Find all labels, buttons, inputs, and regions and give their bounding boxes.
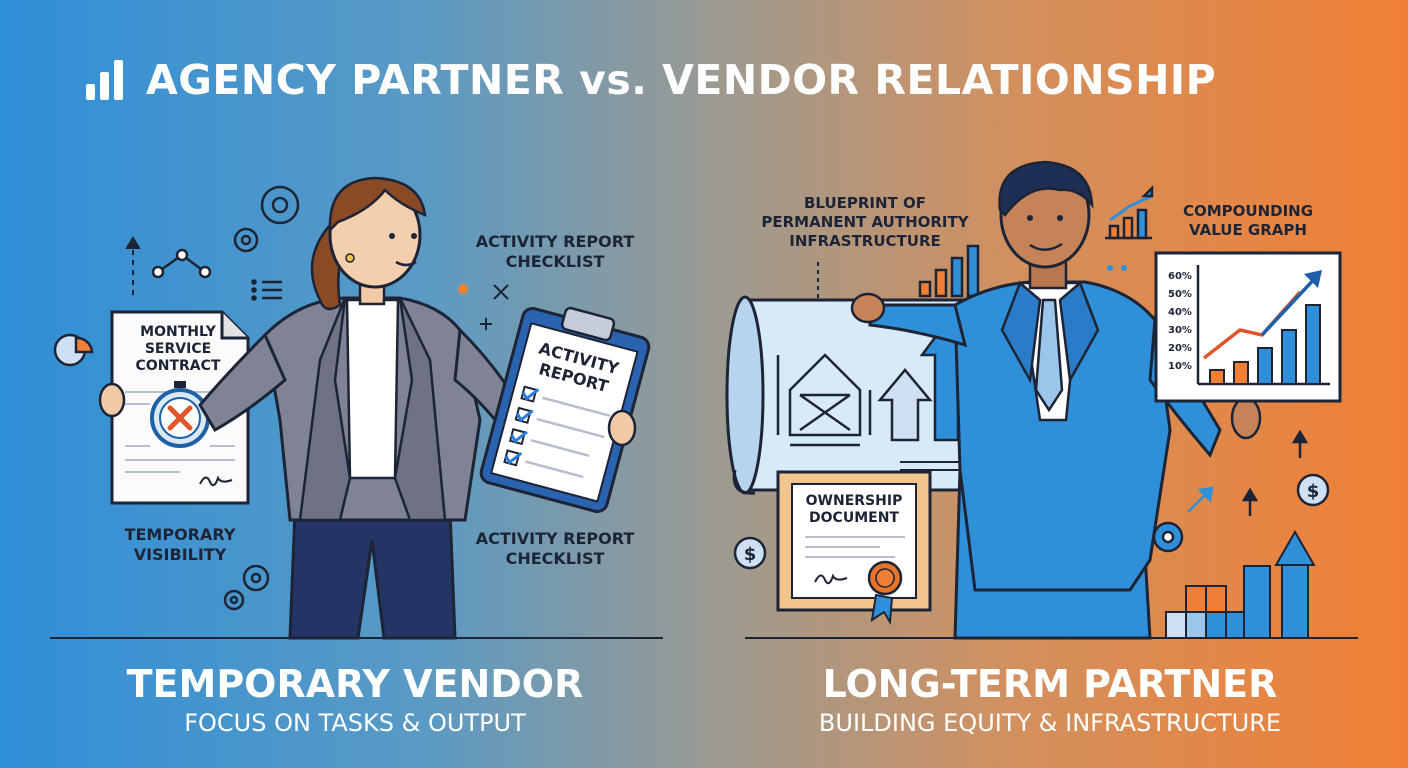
activity-report-checklist-top-text: ACTIVITY REPORT CHECKLIST xyxy=(475,232,635,271)
graph-tick-2: 40% xyxy=(1168,307,1192,318)
stopwatch-cancel-icon xyxy=(150,381,210,448)
contract-label-line1: MONTHLY xyxy=(140,324,217,340)
pie-chart-icon xyxy=(53,333,94,367)
ownership-label-line1: OWNERSHIP xyxy=(806,493,903,509)
activity-report-checklist-top: ACTIVITY REPORT CHECKLIST xyxy=(470,232,640,272)
graph-tick-0: 60% xyxy=(1168,271,1192,282)
growth-bars-small-icon xyxy=(918,244,980,298)
up-arrow-icon xyxy=(125,236,141,295)
graph-label: COMPOUNDING VALUE GRAPH xyxy=(1168,202,1328,240)
dollar-icon: $ $ xyxy=(733,473,1330,570)
network-icon xyxy=(151,248,212,279)
list-icon xyxy=(251,279,282,301)
activity-report-checklist-bottom-text: ACTIVITY REPORT CHECKLIST xyxy=(475,529,635,568)
activity-report-clipboard: ACTIVITY REPORT xyxy=(479,306,651,514)
blueprint-label: BLUEPRINT OF PERMANENT AUTHORITY INFRAST… xyxy=(740,194,990,250)
right-panel-title: LONG-TERM PARTNER xyxy=(822,662,1278,706)
seal-icon xyxy=(867,560,903,626)
temporary-visibility-text: TEMPORARY VISIBILITY xyxy=(124,525,236,564)
contract-label-line3: CONTRACT xyxy=(136,358,221,374)
ownership-document: OWNERSHIP DOCUMENT xyxy=(776,470,932,626)
gear-small-icon xyxy=(223,564,270,611)
bar-chart-icon xyxy=(86,60,123,100)
signature-icon xyxy=(199,475,233,487)
graph-label-text: COMPOUNDING VALUE GRAPH xyxy=(1182,202,1314,239)
svg-text:$: $ xyxy=(1307,481,1320,502)
temporary-visibility-label: TEMPORARY VISIBILITY xyxy=(105,525,255,565)
left-panel-title: TEMPORARY VENDOR xyxy=(126,662,584,706)
blueprint-label-text: BLUEPRINT OF PERMANENT AUTHORITY INFRAST… xyxy=(761,194,969,250)
graph-tick-1: 50% xyxy=(1168,289,1192,300)
gear-icon xyxy=(233,185,300,253)
sparkle-icon xyxy=(458,284,509,330)
growth-blocks-illustration xyxy=(1165,529,1316,639)
contract-label-line2: SERVICE xyxy=(145,341,211,357)
vendor-person-illustration xyxy=(198,176,527,640)
graph-tick-4: 20% xyxy=(1168,343,1192,354)
monthly-service-contract: MONTHLY SERVICE CONTRACT xyxy=(110,310,250,505)
left-panel-subtitle: FOCUS ON TASKS & OUTPUT xyxy=(184,709,526,737)
activity-report-checklist-bottom: ACTIVITY REPORT CHECKLIST xyxy=(462,529,648,569)
gear-right-icon xyxy=(1152,521,1184,553)
graph-tick-3: 30% xyxy=(1168,325,1192,336)
page-title: AGENCY PARTNER vs. VENDOR RELATIONSHIP xyxy=(146,56,1217,104)
dot-decor xyxy=(1107,265,1127,271)
ownership-label-line2: DOCUMENT xyxy=(809,510,899,526)
compounding-value-graph: 60% 50% 40% 30% 20% 10% xyxy=(1154,251,1342,403)
partner-person-illustration xyxy=(850,160,1262,640)
graph-tick-5: 10% xyxy=(1168,361,1192,372)
svg-text:$: $ xyxy=(744,544,757,565)
trend-up-icon xyxy=(1105,184,1154,240)
up-arrows-decor xyxy=(1187,429,1309,516)
right-panel-subtitle: BUILDING EQUITY & INFRASTRUCTURE xyxy=(818,709,1282,737)
header: AGENCY PARTNER vs. VENDOR RELATIONSHIP xyxy=(84,52,1216,108)
